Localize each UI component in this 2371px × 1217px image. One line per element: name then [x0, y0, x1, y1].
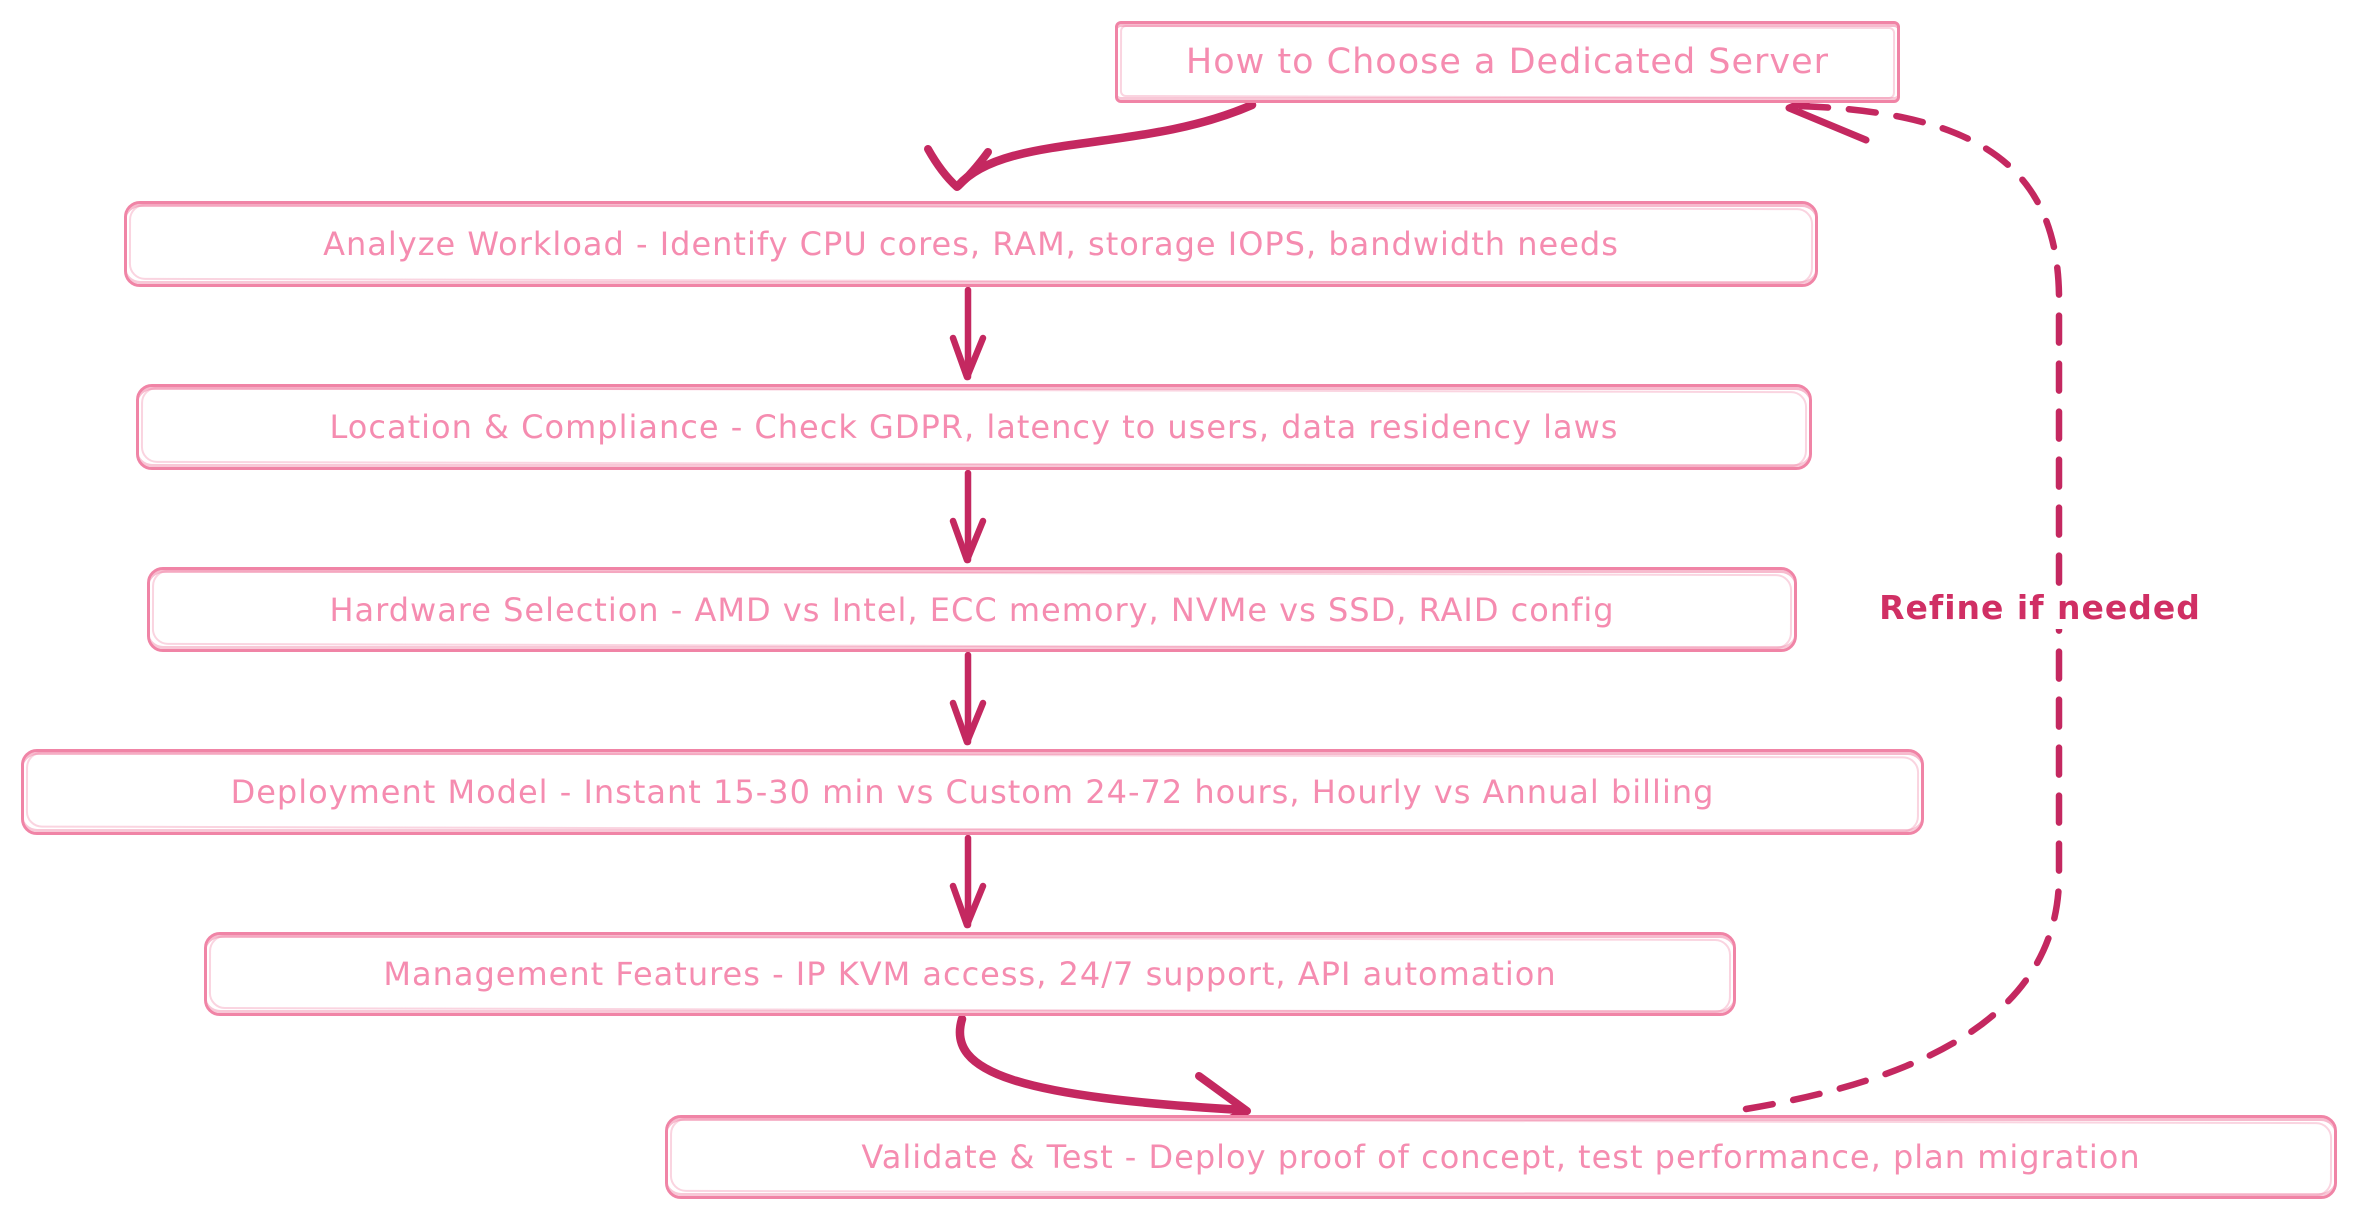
arrow-analyze-to-location [949, 286, 987, 381]
node-location-compliance-label: Location & Compliance - Check GDPR, late… [329, 408, 1619, 446]
node-hardware-selection-label: Hardware Selection - AMD vs Intel, ECC m… [329, 590, 1615, 629]
node-location-compliance: Location & Compliance - Check GDPR, late… [136, 384, 1812, 470]
node-validate-test: Validate & Test - Deploy proof of concep… [665, 1115, 2337, 1199]
arrow-hardware-to-deployment [949, 651, 987, 746]
node-deployment-model-label: Deployment Model - Instant 15-30 min vs … [230, 773, 1715, 811]
node-management-features-label: Management Features - IP KVM access, 24/… [383, 955, 1557, 993]
loop-edge-label: Refine if needed [1869, 586, 2211, 629]
node-analyze-workload: Analyze Workload - Identify CPU cores, R… [124, 201, 1818, 287]
node-hardware-selection: Hardware Selection - AMD vs Intel, ECC m… [147, 567, 1797, 652]
node-analyze-workload-label: Analyze Workload - Identify CPU cores, R… [323, 225, 1619, 263]
arrow-title-to-analyze [924, 100, 1257, 191]
node-title-label: How to Choose a Dedicated Server [1185, 42, 1830, 82]
node-management-features: Management Features - IP KVM access, 24/… [204, 932, 1736, 1016]
node-validate-test-label: Validate & Test - Deploy proof of concep… [861, 1138, 2141, 1176]
arrow-deployment-to-management [949, 834, 987, 929]
node-title: How to Choose a Dedicated Server [1115, 21, 1900, 103]
node-deployment-model: Deployment Model - Instant 15-30 min vs … [21, 749, 1924, 835]
arrow-location-to-hardware [949, 469, 987, 564]
